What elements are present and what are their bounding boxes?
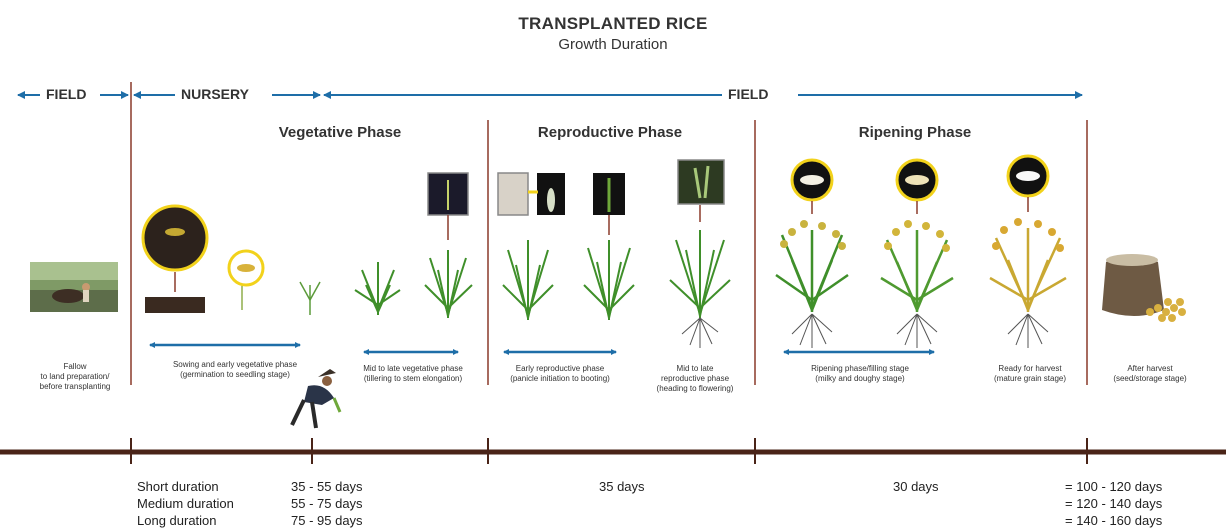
nursery-days-long: 75 - 95 days: [291, 513, 363, 528]
total-days-short: = 100 - 120 days: [1065, 479, 1163, 494]
nursery-days-medium: 55 - 75 days: [291, 496, 363, 511]
farmer-plowing-photo: [30, 262, 118, 312]
stem-elongation-plant: [424, 172, 473, 318]
stage-label-ready-harvest: Ready for harvest (mature grain stage): [993, 364, 1067, 383]
tillering-plant: [354, 262, 401, 315]
nursery-days: 35 - 55 days 55 - 75 days 75 - 95 days: [291, 478, 363, 529]
soil-sample-icon: [141, 204, 209, 313]
germinating-seed-icon: [227, 249, 265, 310]
doughy-plant: [880, 220, 954, 348]
stage-label-early-reproductive: Early reproductive phase (panicle initia…: [510, 364, 610, 383]
stage-span-arrows: [149, 342, 935, 355]
mature-plant: [989, 218, 1067, 348]
duration-labels: Short duration Medium duration Long dura…: [137, 478, 234, 529]
stage-label-mid-late-vegetative: Mid to late vegetative phase (tillering …: [363, 364, 463, 383]
phase-vegetative: Vegetative Phase: [278, 124, 402, 141]
duration-medium: Medium duration: [137, 496, 234, 511]
total-days-long: = 140 - 160 days: [1065, 513, 1163, 528]
diagram-subtitle: Growth Duration: [558, 36, 668, 53]
total-days: = 100 - 120 days = 120 - 140 days = 140 …: [1065, 478, 1162, 529]
heading-plant: [669, 159, 731, 348]
stage-label-after-harvest: After harvest (seed/storage stage): [1113, 364, 1187, 383]
grain-mature-icon: [1006, 154, 1050, 212]
transplanting-farmer-icon: [290, 369, 342, 429]
zone-label-nursery: NURSERY: [175, 86, 255, 102]
stage-label-fallow: Fallow to land preparation/ before trans…: [39, 362, 111, 391]
zone-label-field-right: FIELD: [722, 86, 775, 102]
grain-milky-icon: [790, 158, 834, 214]
stage-label-ripening-filling: Ripening phase/filling stage (milky and …: [811, 364, 909, 383]
early-repro-plant: [502, 240, 554, 320]
stage-label-mid-late-reproductive: Mid to late reproductive phase (heading …: [656, 364, 734, 393]
duration-short: Short duration: [137, 479, 219, 494]
duration-long: Long duration: [137, 513, 217, 528]
rice-sack-icon: [1102, 254, 1186, 322]
stage-label-sowing: Sowing and early vegetative phase (germi…: [172, 360, 298, 379]
nursery-days-short: 35 - 55 days: [291, 479, 363, 494]
booting-plant: [583, 173, 635, 320]
ripening-days: 30 days: [893, 479, 939, 494]
phase-ripening: Ripening Phase: [858, 124, 972, 141]
phase-dividers: [130, 82, 1088, 385]
seedling-small: [299, 281, 321, 315]
total-days-medium: = 120 - 140 days: [1065, 496, 1163, 511]
grain-doughy-icon: [895, 158, 939, 214]
diagram-title: TRANSPLANTED RICE: [518, 14, 708, 33]
reproductive-days: 35 days: [599, 479, 645, 494]
zone-label-field-left: FIELD: [40, 86, 93, 102]
phase-reproductive: Reproductive Phase: [537, 124, 683, 141]
milky-plant: [775, 220, 849, 348]
panicle-closeup-icon: [497, 172, 565, 216]
timeline: [0, 438, 1226, 464]
